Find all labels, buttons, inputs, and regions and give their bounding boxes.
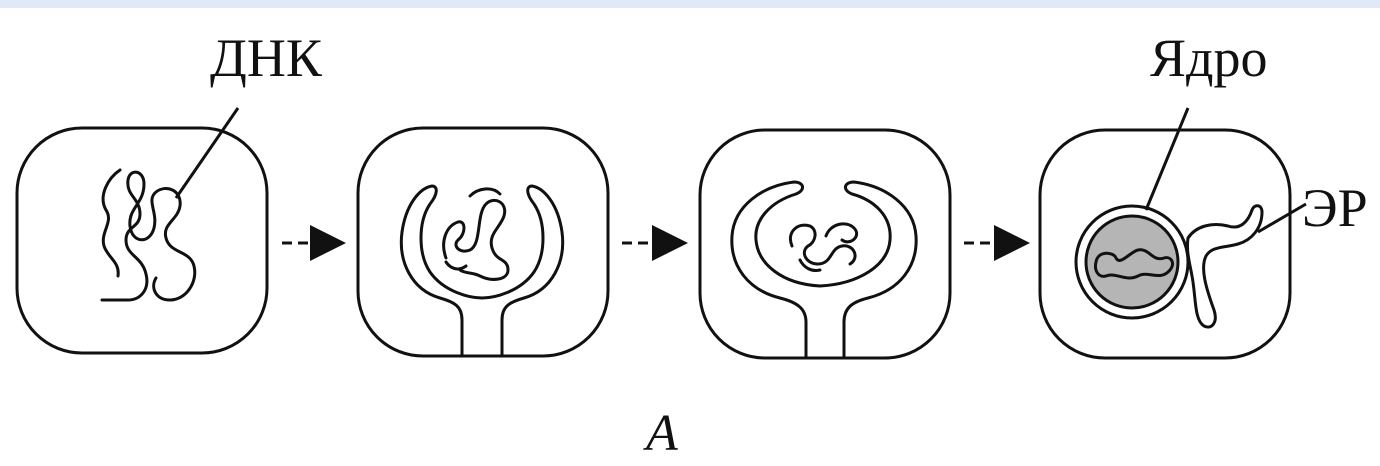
cell-1-dna-coil (100, 170, 197, 302)
cell-3-dna-coil (789, 222, 859, 272)
cell-4-membrane (1038, 128, 1292, 360)
cell-2-invagination (399, 184, 565, 356)
cell-2-dna-coil (442, 199, 510, 281)
cell-2-dna-coil-extra (444, 187, 502, 271)
nucleus-dna-coil (1094, 248, 1174, 280)
cell-3-envelope (730, 180, 918, 358)
nucleus-inner-envelope (1084, 214, 1180, 310)
er-leader-line (1257, 202, 1307, 234)
panel-label: А (643, 405, 678, 462)
cell-2 (356, 126, 610, 358)
er-label: ЭР (1302, 178, 1368, 238)
cell-1-dna-coil-extra (101, 168, 122, 278)
cell-2-membrane (356, 126, 610, 358)
dna-leader-line (174, 107, 240, 199)
nucleus-label: Ядро (1150, 28, 1268, 88)
dna-label: ДНК (210, 28, 323, 88)
cell-1 (15, 107, 269, 355)
cell-4 (1038, 107, 1307, 360)
cell-3-membrane (698, 128, 952, 360)
cell-3 (698, 128, 952, 360)
nucleus-leader-line (1144, 107, 1190, 211)
endoplasmic-reticulum (1186, 204, 1264, 329)
cell-1-membrane (15, 126, 269, 355)
top-color-strip (0, 0, 1380, 8)
